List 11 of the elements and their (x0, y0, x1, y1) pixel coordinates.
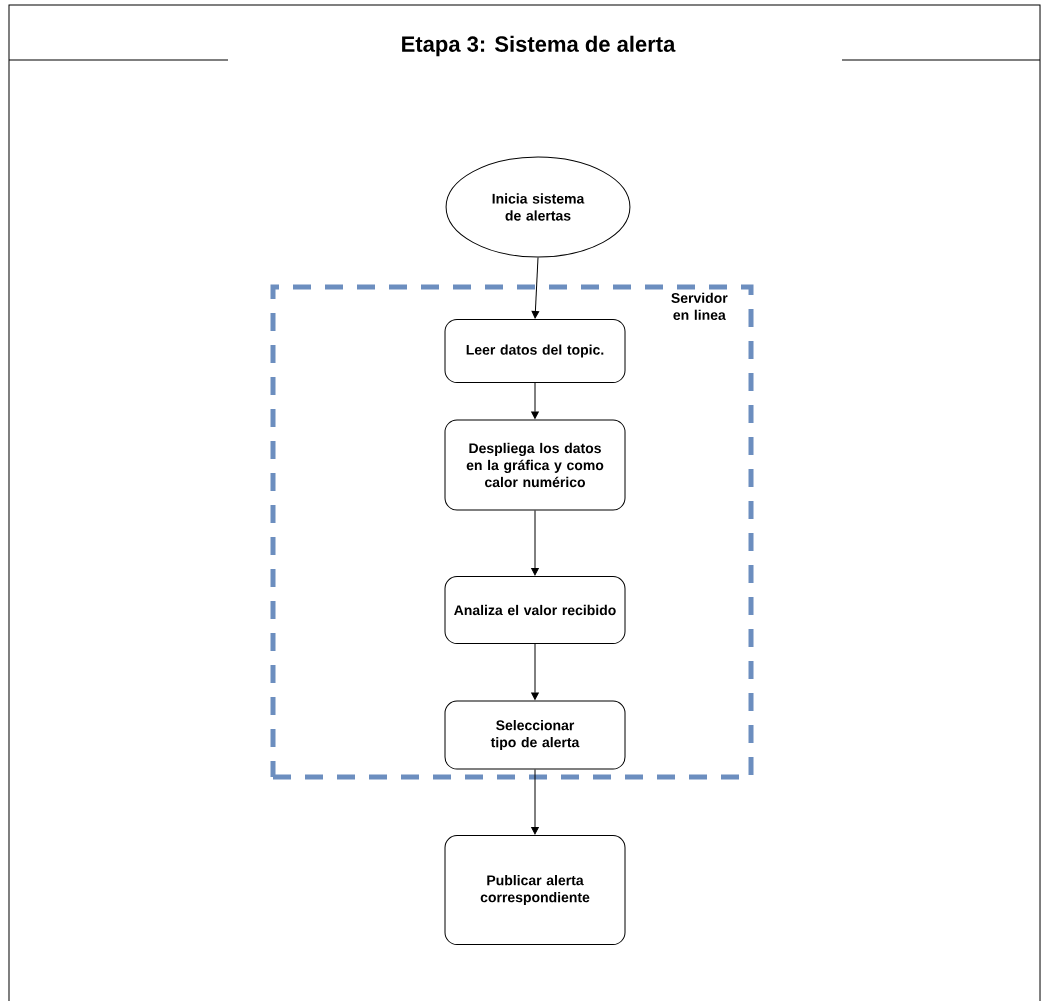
arrow (531, 769, 539, 835)
process-box: Despliega los datos en la gráfica y como calor numérico (444, 419, 626, 511)
arrow (531, 382, 539, 419)
arrow (531, 257, 540, 319)
process-box: Leer datos del topic. (444, 319, 626, 383)
process-box: Analiza el valor recibido (444, 576, 626, 644)
title: Etapa 3: Sistema de alerta (402, 35, 676, 57)
arrow (531, 643, 539, 700)
process-box: Seleccionar tipo de alerta (444, 700, 626, 770)
process-box: Publicar alerta correspondiente (444, 835, 626, 945)
arrow (531, 510, 539, 576)
